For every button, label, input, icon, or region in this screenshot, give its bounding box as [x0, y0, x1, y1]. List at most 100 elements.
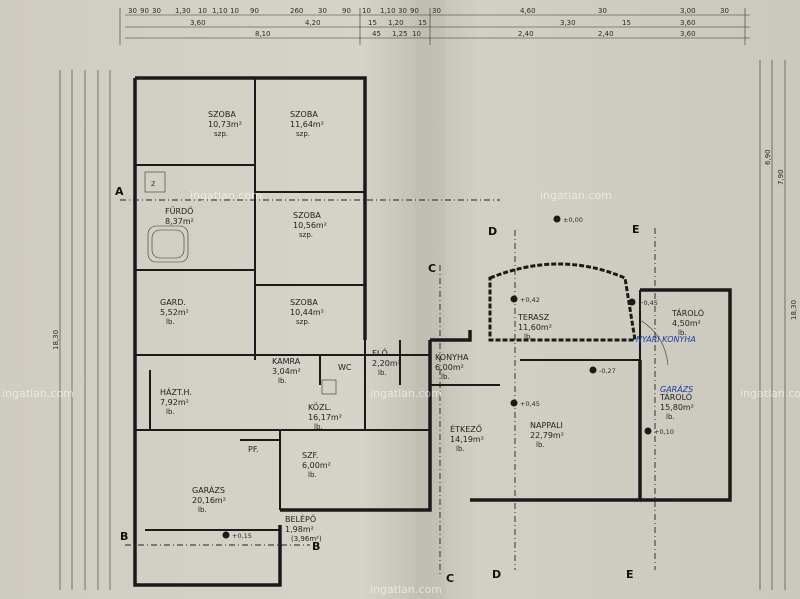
room-type-10: lb. [314, 423, 323, 431]
storage-arc [639, 319, 669, 366]
top-dim-r2-7: 3,60 [680, 19, 696, 27]
room-area-3: 10,56m² [293, 221, 327, 230]
top-dim-r1-10: 90 [342, 7, 351, 15]
room-type-12: lb. [524, 333, 533, 341]
section-b-left: B [120, 530, 128, 543]
top-dim-r1-18: 3,00 [680, 7, 696, 15]
top-dim-r2-3: 1,20 [388, 19, 404, 27]
level-symbol-6 [589, 366, 597, 374]
room-type-9: lb. [166, 408, 175, 416]
room-name-17: PF. [248, 445, 259, 454]
room-area-10: 16,17m² [308, 413, 342, 422]
bathtub [147, 225, 189, 263]
room-name-4: GARD. [160, 298, 186, 307]
top-dim-r2-5: 3,30 [560, 19, 576, 27]
room-name-0: SZOBA [208, 110, 236, 119]
handwritten-garage: GARÁZS [660, 383, 693, 394]
right-dim-1: 6,90 [764, 149, 772, 165]
room-area-8: 2,20m² [372, 359, 401, 368]
room-name-6: KAMRA [272, 357, 301, 366]
room-area-2: 8,37m² [165, 217, 194, 226]
top-dim-r1-1: 90 [140, 7, 149, 15]
room-area-6: 3,04m² [272, 367, 301, 376]
room-area-16: 15,80m² [660, 403, 694, 412]
room-type-3: szp. [299, 231, 313, 239]
room-type-20: (3,96m²) [291, 535, 322, 543]
room-area-14: 14,19m² [450, 435, 484, 444]
top-dim-r1-13: 30 [398, 7, 407, 15]
room-name-20: BELÉPŐ [285, 513, 316, 524]
top-dimension-lines [119, 8, 750, 45]
room-name-14: ÉTKEZŐ [450, 423, 482, 434]
room-type-5: szp. [296, 318, 310, 326]
room-type-18: lb. [308, 471, 317, 479]
room-type-1: szp. [296, 130, 310, 138]
handwritten-summer-kitchen: NYÁRI KONYHA [636, 333, 696, 344]
room-name-13: TÁROLÓ [671, 307, 704, 318]
section-c-bottom: C [446, 572, 454, 585]
room-area-1: 11,64m² [290, 120, 324, 129]
top-dim-r1-12: 1,10 [380, 7, 396, 15]
top-dim-r1-5: 1,10 [212, 7, 228, 15]
top-dim-r1-0: 30 [128, 7, 137, 15]
room-type-15: lb. [536, 441, 545, 449]
room-type-13: lb. [678, 329, 687, 337]
room-name-8: ELŐ. [372, 348, 390, 358]
room-area-12: 11,60m² [518, 323, 552, 332]
section-b-right: B [312, 540, 320, 553]
room-name-19: GARÁZS [192, 484, 225, 495]
top-dim-r3-0: 8,10 [255, 30, 271, 38]
top-dim-r1-17: 30 [598, 7, 607, 15]
boiler-box [144, 171, 166, 193]
top-dim-r1-4: 10 [198, 7, 207, 15]
room-area-18: 6,00m² [302, 461, 331, 470]
level-symbol-0 [553, 215, 561, 223]
level-value-0: ±0,00 [563, 216, 583, 224]
level-value-2: +0,45 [520, 400, 540, 408]
top-dim-r2-0: 3,60 [190, 19, 206, 27]
exterior-walls [133, 76, 732, 587]
left-dimension-lines [59, 70, 111, 590]
level-symbol-2 [510, 399, 518, 407]
room-area-20: 1,98m² [285, 525, 314, 534]
level-symbol-3 [628, 298, 636, 306]
top-dim-r1-9: 30 [318, 7, 327, 15]
top-dim-r1-14: 90 [410, 7, 419, 15]
level-value-5: +0,15 [232, 532, 252, 540]
level-symbol-5 [222, 531, 230, 539]
section-c-top: C [428, 262, 436, 275]
room-name-15: NAPPALI [530, 421, 563, 430]
top-dim-r1-16: 4,60 [520, 7, 536, 15]
top-dim-r2-4: 15 [418, 19, 427, 27]
room-name-11: KONYHA [435, 353, 469, 362]
level-symbol-1 [510, 295, 518, 303]
room-labels: SZOBA10,73m²szp.SZOBA11,64m²szp.FÜRDŐ8,3… [160, 110, 704, 543]
right-dim-3: 18,30 [790, 300, 798, 320]
room-type-0: szp. [214, 130, 228, 138]
top-dim-r1-6: 10 [230, 7, 239, 15]
level-markers: ±0,00+0,42+0,45+0,45+0,10+0,15-0,27 [222, 215, 674, 540]
watermark-center: ingatlan.com [370, 387, 442, 400]
watermark-right: ingatlan.com [740, 387, 800, 400]
room-type-8: lb. [378, 369, 387, 377]
watermark-top: ingatlan.com [540, 189, 612, 202]
level-value-3: +0,45 [638, 299, 658, 307]
top-dim-r3-1: 45 [372, 30, 381, 38]
room-area-5: 10,44m² [290, 308, 324, 317]
watermark-top-left: ingatlan.com [190, 189, 262, 202]
top-dim-r3-3: 10 [412, 30, 421, 38]
top-dim-r2-1: 4,20 [305, 19, 321, 27]
top-dim-r3-4: 2,40 [518, 30, 534, 38]
left-total-dim: 18,30 [52, 330, 60, 350]
top-dim-r1-11: 10 [362, 7, 371, 15]
watermark-bottom: ingatlan.com [370, 583, 442, 596]
wc-box [321, 379, 337, 395]
room-name-9: HÁZT.H. [160, 386, 192, 397]
room-type-6: lb. [278, 377, 287, 385]
section-a-left: A [115, 185, 124, 198]
right-dimension-lines [759, 60, 786, 590]
room-area-0: 10,73m² [208, 120, 242, 129]
